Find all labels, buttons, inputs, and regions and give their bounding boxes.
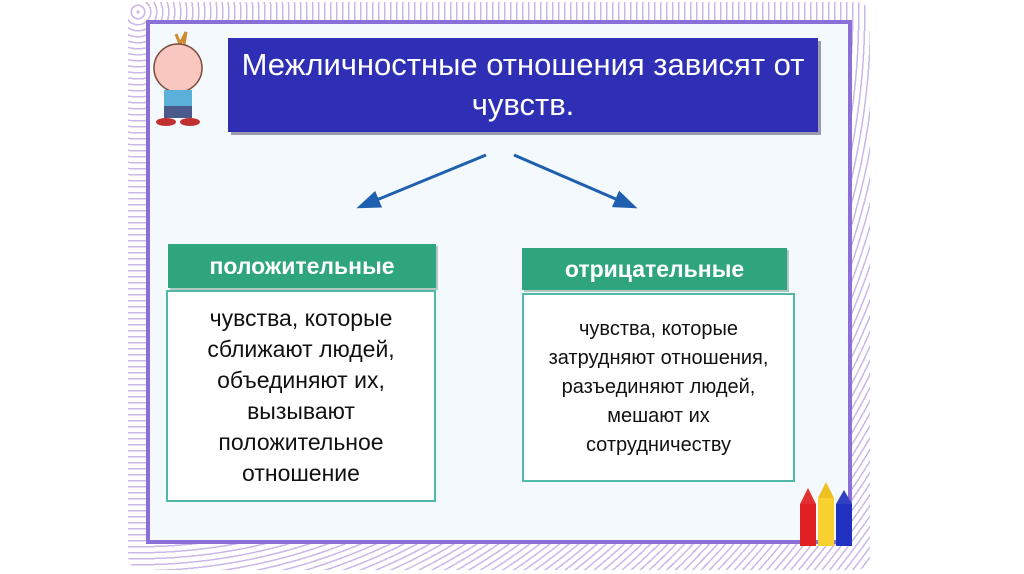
page-title: Межличностные отношения зависят от чувст…	[228, 38, 818, 132]
arrow-left	[356, 153, 487, 209]
positive-label: положительные	[168, 244, 436, 288]
arrow-right	[513, 153, 638, 209]
pencils-icon	[800, 482, 852, 546]
thinking-boy-icon	[153, 31, 203, 126]
negative-description: чувства, которые затрудняют отношения, р…	[522, 293, 795, 482]
positive-description: чувства, которые сближают людей, объедин…	[166, 290, 436, 502]
negative-label: отрицательные	[522, 248, 787, 290]
